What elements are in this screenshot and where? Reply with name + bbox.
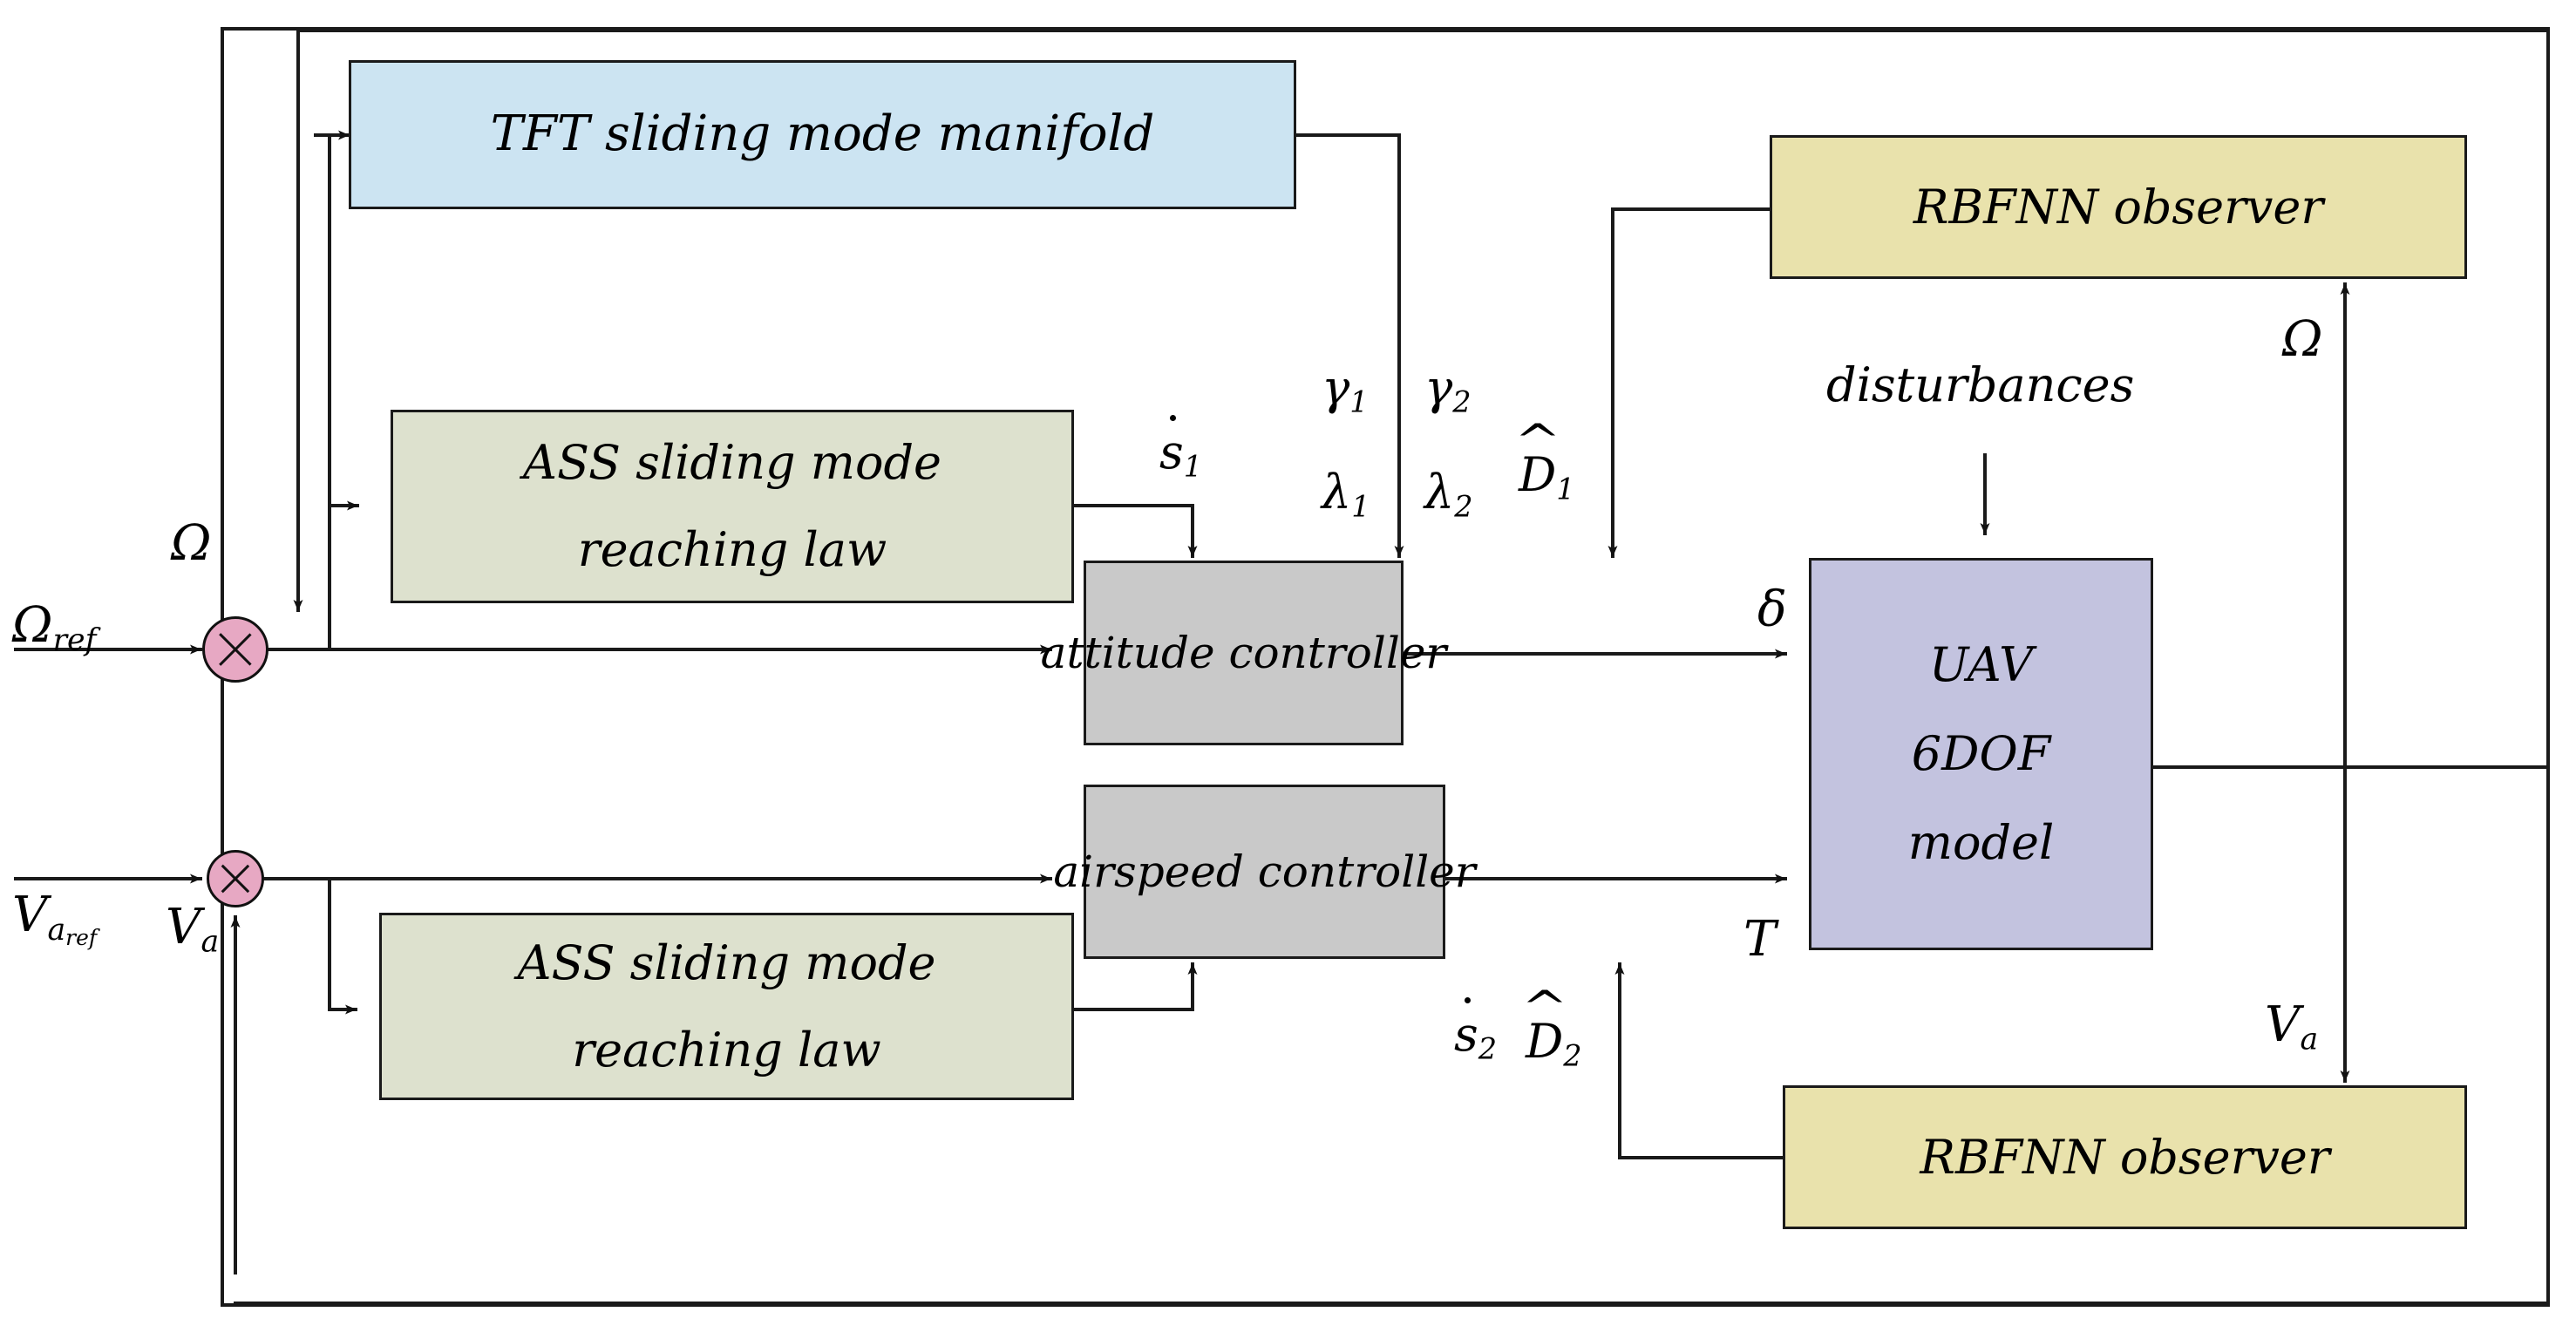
- block-attitude-controller[interactable]: attitude controller: [1041, 561, 1446, 745]
- block-ass-sliding-mode-reaching-law-airspeed[interactable]: ASS sliding mode reaching law: [379, 913, 1074, 1100]
- tft-label: TFT sliding mode manifold: [490, 105, 1155, 163]
- attitude-controller-label: attitude controller: [1040, 627, 1447, 678]
- block-airspeed-controller[interactable]: airspeed controller: [1053, 785, 1476, 959]
- ass-airspeed-label-line2: reaching law: [572, 1022, 881, 1077]
- label-disturbances: disturbances: [1826, 357, 2135, 412]
- label-omega-to-observer: Ω: [2282, 311, 2323, 368]
- uav-label-line2: 6DOF: [1911, 726, 2051, 782]
- uav-label-line3: model: [1907, 814, 2055, 870]
- block-tft-sliding-mode-manifold[interactable]: TFT sliding mode manifold: [349, 60, 1296, 209]
- label-va-ref: Varef: [12, 887, 98, 950]
- label-thrust: T: [1743, 911, 1777, 968]
- label-omega-ref: Ωref: [12, 597, 97, 658]
- label-s-dot-1: s1: [1159, 414, 1203, 484]
- label-d-hat-2: D2: [1526, 1018, 1582, 1071]
- label-lambda-2: λ2: [1424, 465, 1473, 524]
- observer-bottom-label: RBFNN observer: [1920, 1129, 2330, 1185]
- label-gamma-2: γ2: [1424, 360, 1472, 419]
- block-uav-6dof-model[interactable]: UAV 6DOF model: [1809, 558, 2153, 950]
- label-d-hat-1: D1: [1519, 452, 1575, 504]
- ass-attitude-label-line1: ASS sliding mode: [522, 435, 942, 491]
- label-va-feedback: Va: [166, 899, 220, 960]
- wire-ass2-out: [1072, 992, 1194, 1011]
- label-va-to-observer: Va: [2265, 996, 2319, 1057]
- airspeed-controller-label: airspeed controller: [1053, 846, 1476, 897]
- sum-junction-attitude[interactable]: [202, 616, 268, 683]
- block-rbfnn-observer-attitude[interactable]: RBFNN observer: [1770, 135, 2467, 279]
- label-gamma-1: γ1: [1322, 360, 1369, 419]
- wire-tft-out: [1295, 133, 1401, 529]
- label-s-dot-2: s2: [1454, 996, 1498, 1066]
- uav-label-line1: UAV: [1928, 637, 2034, 693]
- wire-observer2-out: [1618, 992, 1784, 1159]
- block-ass-sliding-mode-reaching-law-attitude[interactable]: ASS sliding mode reaching law: [391, 410, 1074, 603]
- wire-observer1-out: [1611, 207, 1771, 529]
- label-delta: δ: [1757, 581, 1787, 638]
- wire-sum2-branch: [328, 877, 357, 1011]
- ass-attitude-label-line2: reaching law: [577, 522, 887, 577]
- label-lambda-1: λ1: [1322, 465, 1370, 524]
- observer-top-label: RBFNN observer: [1913, 179, 2324, 234]
- label-omega-feedback: Ω: [171, 515, 212, 572]
- wire-ass1-out: [1072, 504, 1194, 529]
- sum-junction-airspeed[interactable]: [207, 850, 264, 907]
- block-rbfnn-observer-airspeed[interactable]: RBFNN observer: [1783, 1085, 2467, 1229]
- wire-sum1-branch-riser: [314, 133, 331, 651]
- ass-airspeed-label-line1: ASS sliding mode: [517, 935, 936, 990]
